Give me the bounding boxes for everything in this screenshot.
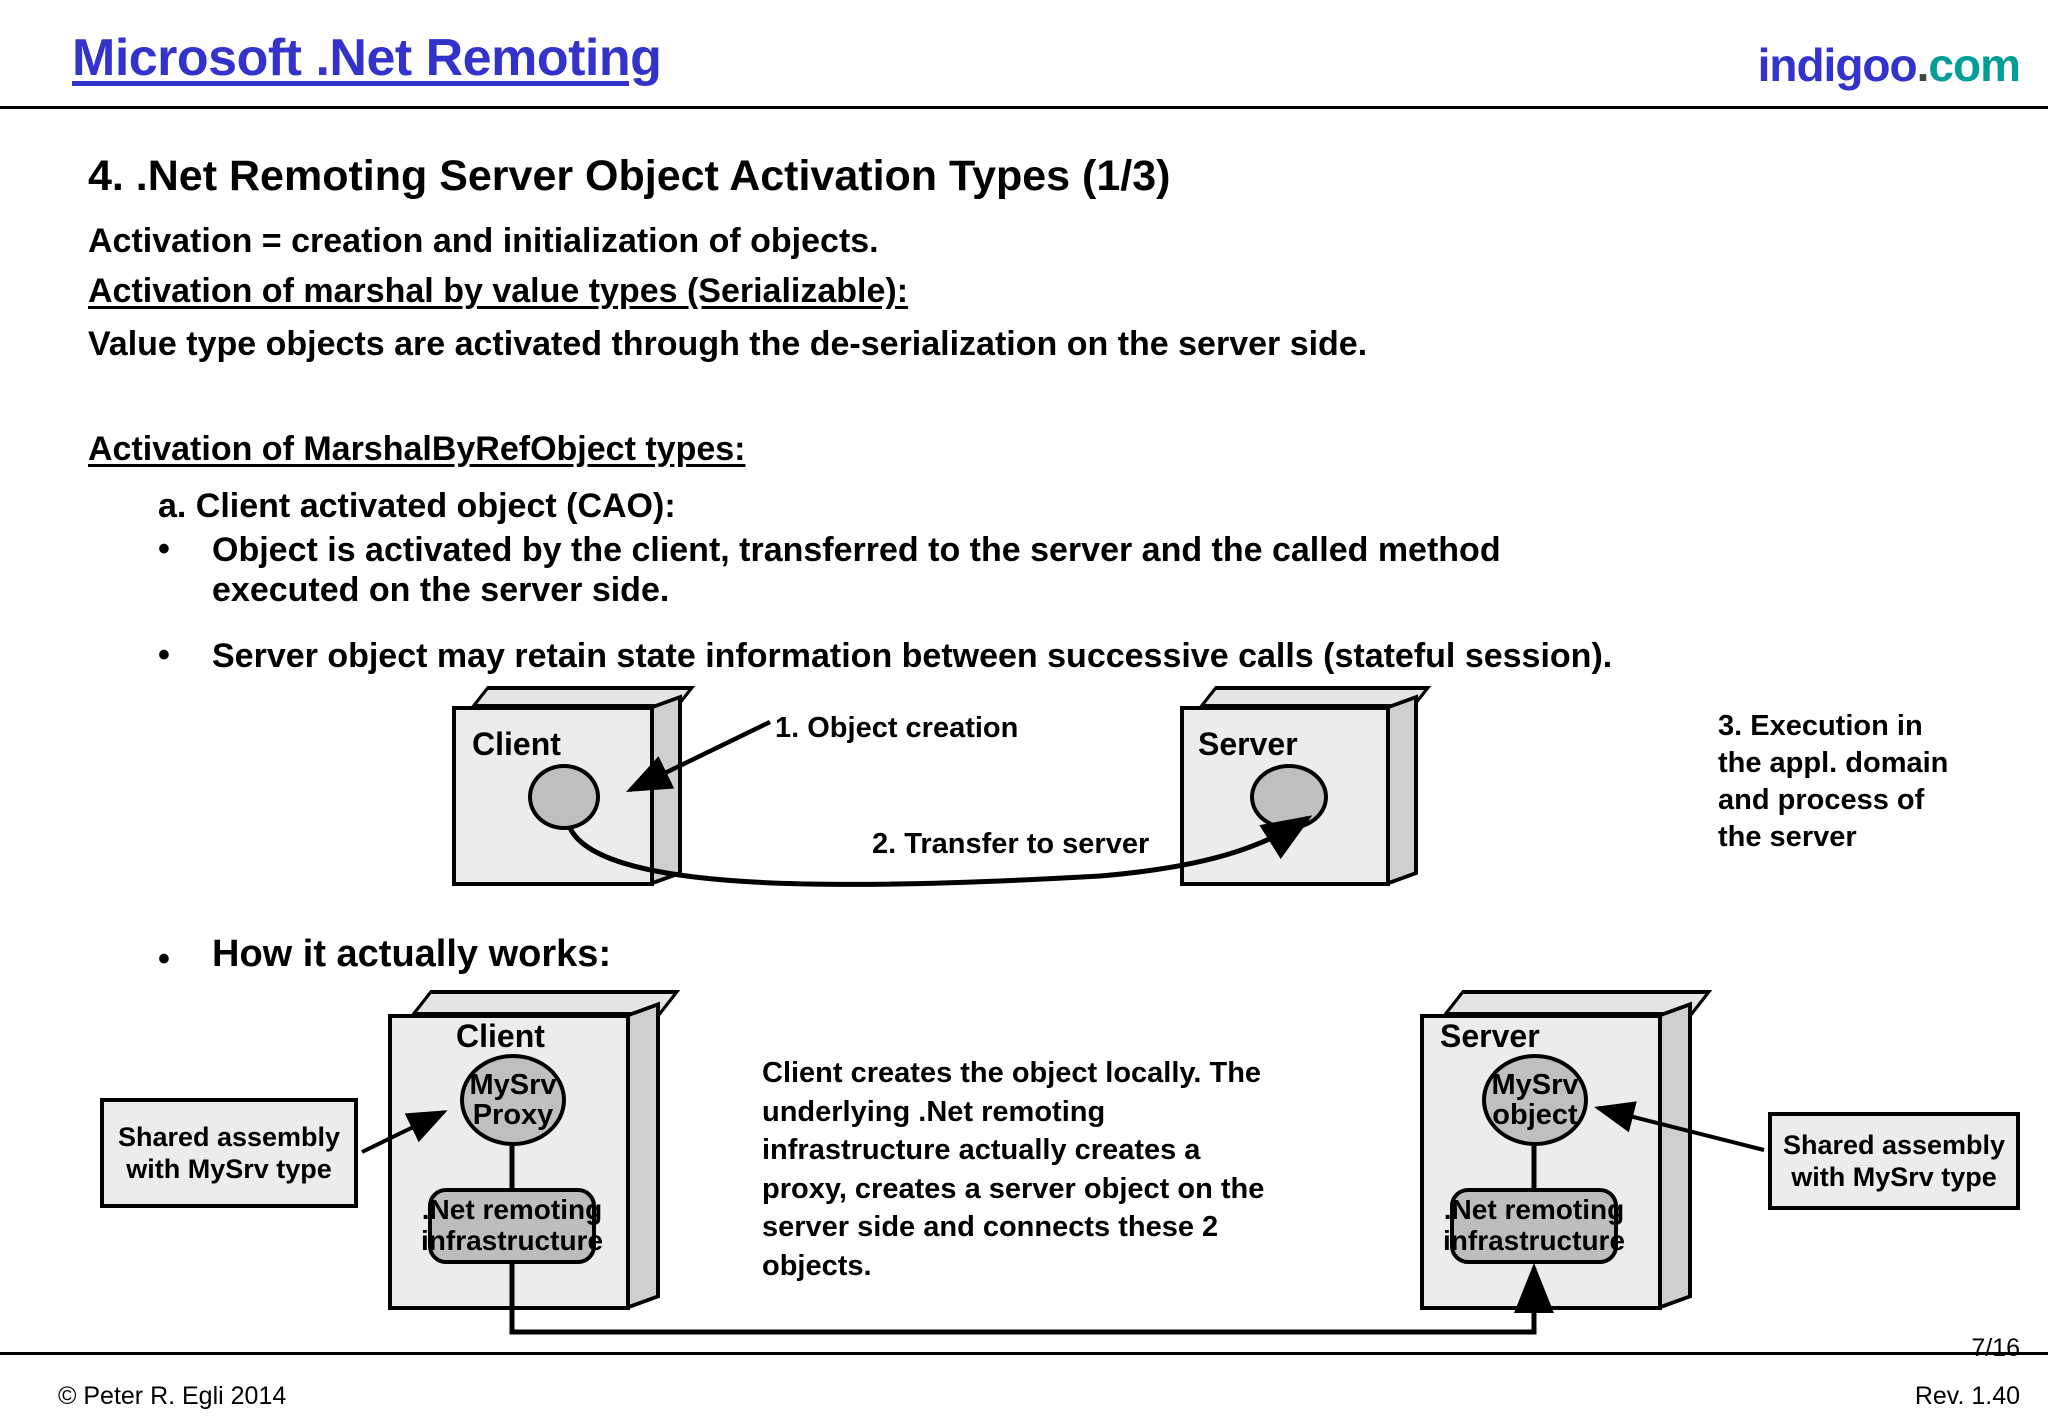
diagram2-client-proxy: MySrv Proxy (460, 1054, 566, 1146)
box-side-face (626, 1001, 660, 1310)
marshalbyref-heading: Activation of MarshalByRefObject types: (88, 430, 746, 468)
copyright-text: © Peter R. Egli 2014 (58, 1382, 287, 1410)
brand-logo: indigoo.com (1757, 38, 2021, 92)
box-side-face (1658, 1001, 1692, 1310)
diagram1-step3-label: 3. Execution in the appl. domain and pro… (1718, 710, 1949, 854)
brand-tld: com (1928, 39, 2021, 91)
section-heading: 4. .Net Remoting Server Object Activatio… (88, 152, 1171, 200)
activation-definition: Activation = creation and initialization… (88, 222, 879, 260)
diagram1-step2-label: 2. Transfer to server (872, 828, 1150, 860)
brand-dot: . (1916, 39, 1930, 91)
header-divider (0, 106, 2048, 109)
diagram1-client-label: Client (472, 726, 561, 762)
bullet-marker: • (158, 636, 170, 674)
bullet-item-1: Object is activated by the client, trans… (212, 531, 1501, 610)
diagram2-client-infrastructure: .Net remoting infrastructure (421, 1188, 603, 1264)
bullet-marker: • (158, 530, 170, 568)
diagram1-server-object (1250, 764, 1328, 830)
diagram2-server-object: MySrv object (1482, 1054, 1588, 1146)
bullet-item-3: How it actually works: (212, 933, 612, 975)
diagram1-server-label: Server (1198, 726, 1298, 762)
cao-list-item: a. Client activated object (CAO): (158, 487, 676, 525)
page-number: 7/16 (1971, 1334, 2020, 1362)
value-type-text: Value type objects are activated through… (88, 325, 1368, 363)
diagram1-client-object (528, 764, 600, 830)
brand-name: indigoo (1757, 39, 1918, 91)
box-side-face (650, 694, 682, 886)
revision-text: Rev. 1.40 (1914, 1382, 2020, 1410)
shared-assembly-right-box: Shared assembly with MySrv type (1768, 1112, 2020, 1210)
box-side-face (1386, 694, 1418, 886)
bullet-marker: • (158, 940, 170, 978)
diagram2-server-infrastructure: .Net remoting infrastructure (1443, 1188, 1625, 1264)
page-title: Microsoft .Net Remoting (72, 29, 662, 87)
diagram2-client-label: Client (456, 1018, 545, 1054)
marshal-by-value-heading: Activation of marshal by value types (Se… (88, 272, 909, 310)
diagram2-explanation-text: Client creates the object locally. The u… (762, 1057, 1265, 1282)
bullet-item-2: Server object may retain state informati… (212, 637, 1613, 675)
shared-assembly-left-box: Shared assembly with MySrv type (100, 1098, 358, 1208)
footer-divider (0, 1352, 2048, 1355)
diagram1-step1-label: 1. Object creation (775, 712, 1019, 744)
page-header: Microsoft .Net Remoting indigoo.com (0, 0, 2048, 109)
diagram2-server-label: Server (1440, 1018, 1540, 1054)
